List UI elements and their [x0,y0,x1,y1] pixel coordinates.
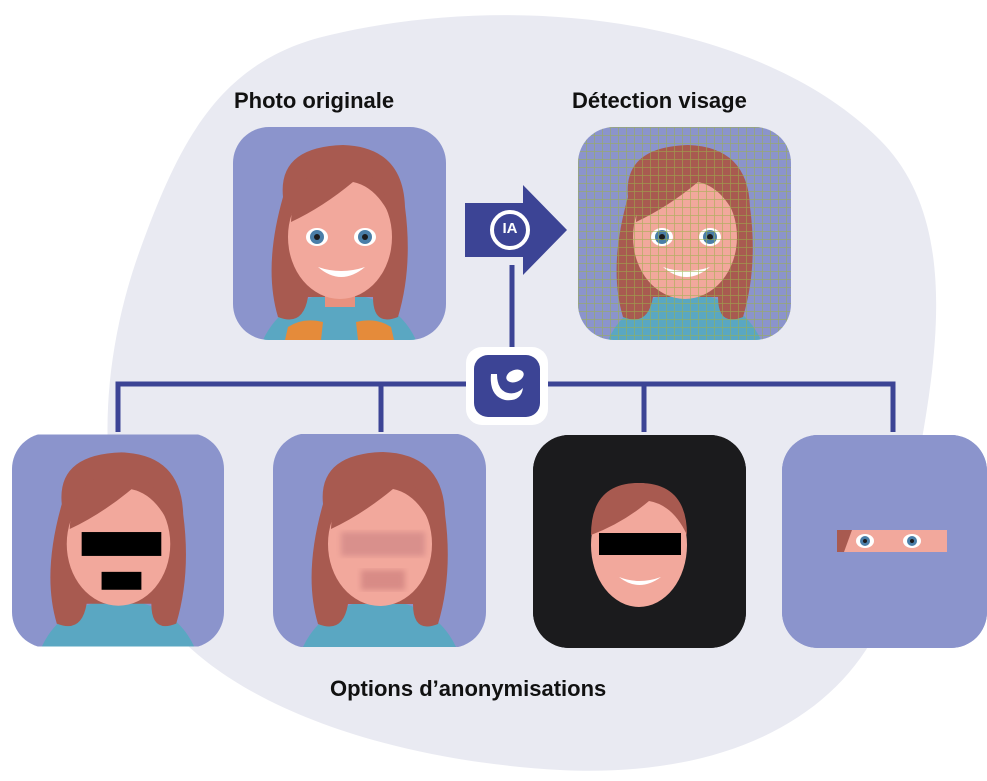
original-photo-tile [233,127,446,340]
portrait-original [233,127,446,340]
portrait-eyes-only [782,435,987,648]
variant-face-only-tile [533,435,746,648]
original-photo-label: Photo originale [234,88,395,113]
anonymization-options-label: Options d’anonymisations [330,676,607,701]
variant-eyes-only-tile [782,435,987,648]
portrait-face-only [533,435,746,648]
face-detection-tile [578,127,791,340]
variant-black-bars-tile [12,433,224,648]
face-detection-label: Détection visage [572,88,747,113]
app-logo-container [466,347,548,425]
portrait-detection [578,127,791,340]
ai-badge-text: IA [502,220,518,237]
variant-blur-tile [273,433,486,648]
app-logo-icon [474,355,540,417]
portrait-black-bars [12,434,224,647]
ai-arrow-icon: IA [465,185,567,275]
portrait-blur [273,434,486,647]
